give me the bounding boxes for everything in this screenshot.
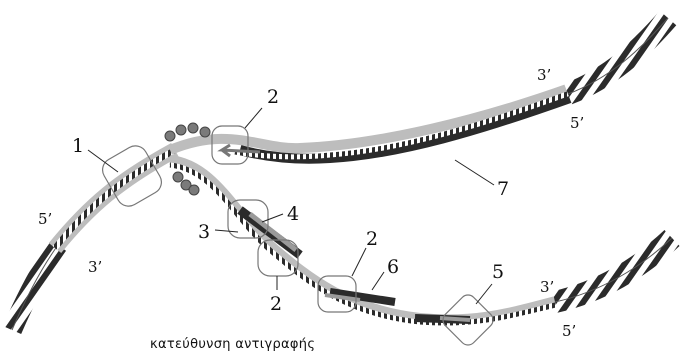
leader-7 bbox=[455, 160, 494, 185]
end-bottom-5prime: 5’ bbox=[562, 322, 576, 340]
leader-6 bbox=[372, 272, 384, 290]
primer-3 bbox=[440, 318, 470, 320]
parental-helix-bottom-right bbox=[555, 238, 672, 302]
leader-3 bbox=[215, 230, 238, 232]
end-top-3prime: 3’ bbox=[537, 66, 551, 84]
end-left-5prime: 5’ bbox=[38, 210, 52, 228]
parental-helix-left bbox=[12, 245, 58, 330]
leader-2-low bbox=[352, 248, 366, 276]
end-left-3prime: 3’ bbox=[88, 258, 102, 276]
label-2-low: 2 bbox=[366, 228, 378, 250]
label-3: 3 bbox=[198, 221, 210, 243]
replication-direction-caption: κατεύθυνση αντιγραφής bbox=[150, 337, 315, 352]
end-top-5prime: 5’ bbox=[570, 114, 584, 132]
leader-5 bbox=[476, 284, 492, 304]
end-bottom-3prime: 3’ bbox=[540, 278, 554, 296]
label-6: 6 bbox=[387, 256, 399, 278]
label-7: 7 bbox=[497, 178, 509, 200]
leader-2-top bbox=[245, 108, 262, 128]
parental-duplex bbox=[55, 150, 175, 248]
label-1: 1 bbox=[72, 135, 84, 157]
label-2-top: 2 bbox=[267, 86, 279, 108]
label-5: 5 bbox=[492, 261, 504, 283]
label-4: 4 bbox=[287, 203, 299, 225]
parental-helix-top-right bbox=[568, 18, 668, 94]
label-2-mid: 2 bbox=[270, 293, 282, 315]
leader-4 bbox=[262, 214, 283, 222]
